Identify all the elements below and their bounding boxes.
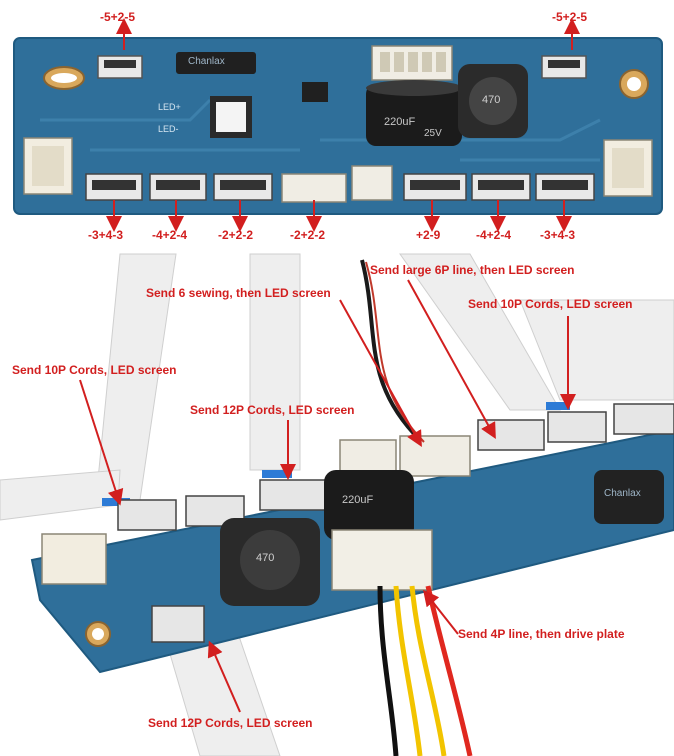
silk-cap-value: 220uF <box>384 116 416 128</box>
silk-led-minus: LED- <box>158 124 179 134</box>
silk-chip-brand: Chanlax <box>188 56 225 67</box>
chip-chanlax <box>176 52 256 74</box>
label-top-left: -5+2-5 <box>100 10 136 24</box>
silk-inductor: 470 <box>482 94 501 106</box>
label-bottom-4: -2+2-2 <box>290 228 326 242</box>
silk-bottom-cap: 220uF <box>342 494 374 506</box>
ribbon-cables <box>0 253 674 756</box>
label-bottom-3: -2+2-2 <box>218 228 254 242</box>
label-bottom-2: -4+2-4 <box>152 228 188 242</box>
small-ic <box>302 82 328 102</box>
label-bottom-1: -3+4-3 <box>88 228 124 242</box>
label-top-right: -5+2-5 <box>552 10 588 24</box>
label-bottom-7: -3+4-3 <box>540 228 576 242</box>
annotation-10p-right: Send 10P Cords, LED screen <box>468 297 633 311</box>
annotation-large-6p: Send large 6P line, then LED screen <box>370 263 575 277</box>
annotation-4p-line: Send 4P line, then drive plate <box>458 627 625 641</box>
silk-bottom-chip: Chanlax <box>604 488 641 499</box>
bottom-connector-row <box>85 165 595 203</box>
twisted-wire <box>360 259 422 442</box>
label-bottom-6: -4+2-4 <box>476 228 512 242</box>
silk-cap-voltage: 25V <box>424 128 442 139</box>
bottom-4p-connector <box>331 529 433 591</box>
silk-bottom-inductor: 470 <box>256 552 275 564</box>
annotation-12p-mid: Send 12P Cords, LED screen <box>190 403 355 417</box>
label-bottom-5: +2-9 <box>416 228 441 242</box>
annotation-10p-left: Send 10P Cords, LED screen <box>12 363 177 377</box>
annotation-six-sewing: Send 6 sewing, then LED screen <box>146 286 331 300</box>
annotation-12p-bottom: Send 12P Cords, LED screen <box>148 716 313 730</box>
silk-led-plus: LED+ <box>158 102 181 112</box>
capacitor-220uf <box>366 84 462 146</box>
bottom-capacitor <box>324 470 414 540</box>
